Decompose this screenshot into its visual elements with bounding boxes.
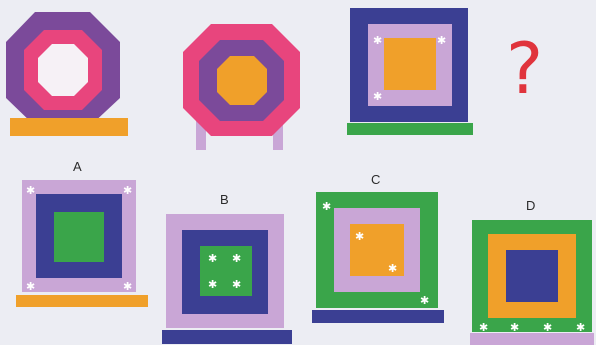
option-d-label[interactable]: D [526,199,535,212]
svg-text:✱: ✱ [123,184,132,197]
option-b-figure: ✱ ✱ ✱ ✱ [162,214,292,344]
svg-text:✱: ✱ [123,280,132,293]
svg-text:✱: ✱ [510,321,519,334]
svg-text:✱: ✱ [420,294,429,307]
svg-text:✱: ✱ [208,252,217,265]
svg-text:✱: ✱ [576,321,585,334]
svg-text:✱: ✱ [373,90,382,103]
option-d-figure: ✱ ✱ ✱ ✱ [470,220,594,345]
svg-text:✱: ✱ [479,321,488,334]
svg-text:✱: ✱ [437,34,446,47]
svg-text:✱: ✱ [232,278,241,291]
svg-text:✱: ✱ [543,321,552,334]
svg-text:✱: ✱ [322,200,331,213]
svg-text:✱: ✱ [208,278,217,291]
option-c-label[interactable]: C [371,173,380,186]
svg-text:✱: ✱ [355,230,364,243]
sequence-figure-3: ✱ ✱ ✱ [347,8,473,135]
svg-text:✱: ✱ [373,34,382,47]
option-c-figure: ✱ ✱ ✱ ✱ [312,192,444,323]
svg-text:✱: ✱ [26,280,35,293]
question-mark: ? [506,34,543,104]
option-a-label[interactable]: A [73,160,82,173]
sequence-figure-2 [183,24,300,150]
svg-text:✱: ✱ [26,184,35,197]
svg-text:✱: ✱ [232,252,241,265]
option-b-label[interactable]: B [220,193,229,206]
option-a-figure: ✱ ✱ ✱ ✱ [16,180,148,307]
svg-text:✱: ✱ [388,262,397,275]
